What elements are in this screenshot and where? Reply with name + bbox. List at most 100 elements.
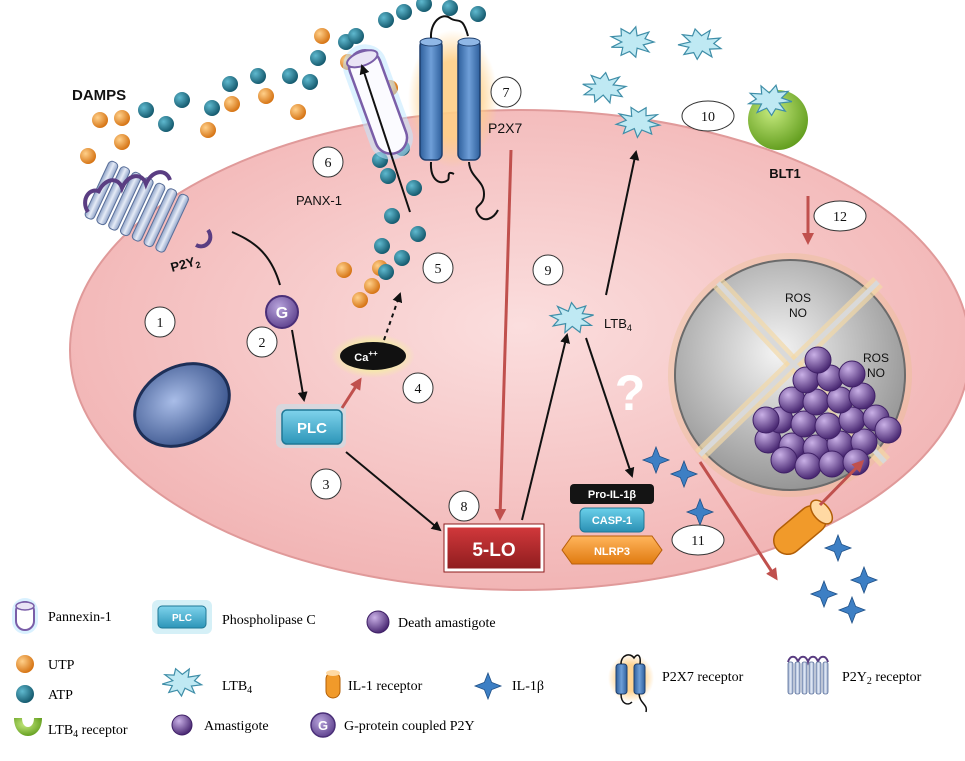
utp-molecule [224,96,240,112]
ros-label-2: ROS [863,351,889,365]
cross-line-b [698,280,880,457]
legend-atp-icon [16,685,34,703]
atp-molecule [416,0,432,12]
il1b-star [849,565,879,595]
arrow-g-to-plc [291,329,308,402]
step-marker-6 [312,146,344,178]
p2y2-helix [143,188,178,248]
amastigote [770,446,798,474]
amastigote [818,450,846,478]
p2y2-helix [96,166,131,226]
step-marker-4 [402,372,434,404]
blt1-label: BLT1 [769,166,801,181]
arrow-ca-to-release [383,292,403,341]
legend-p2y2-helix [801,661,808,695]
legend-p2y2-icon [787,655,829,695]
calcium-ellipse: Ca++ [331,334,415,378]
step-marker-2 [246,326,278,358]
legend-amastigote-label: Amastigote [204,719,269,734]
arrow-plc-to-5lo [345,451,442,532]
atp-molecule [250,68,266,84]
utp-molecule [114,134,130,150]
amastigote [752,406,780,434]
legend-plc-box-label: PLC [172,613,192,624]
ltb4-starburst [582,71,629,105]
legend-il1b-label: IL-1β [512,679,544,694]
amastigote [814,412,842,440]
damps-label: DAMPS [72,87,126,104]
legend-atp-label: ATP [48,688,73,703]
atp-molecule [222,76,238,92]
legend-utp-label: UTP [48,658,75,673]
legend-pannexin-icon [12,598,38,634]
legend-death-amastigote-icon [366,610,390,634]
utp-molecule [80,148,96,164]
legend-p2x7-label: P2X7 receptor [662,670,744,685]
nlrp3-box [561,535,663,565]
atp-molecule [174,92,190,108]
legend-p2y2-helix [822,661,829,695]
step-marker-5 [422,252,454,284]
amastigote [804,346,832,374]
step-number: 8 [461,500,468,515]
atp-molecule [378,12,394,28]
p2y2-helix [108,171,142,231]
plc-box: PLC [276,404,346,448]
ros-label-1: ROS [785,291,811,305]
casp1-label: CASP-1 [592,515,632,527]
ltb4-starburst [548,301,594,334]
atp-molecule [374,238,390,254]
atp-molecule [410,226,426,242]
legend-ltb4-receptor-label: LTB4 receptor [48,723,128,740]
legend-ltb4-label: LTB4 [222,679,252,696]
atp-molecule [138,102,154,118]
arrow-5lo-to-ltb4 [521,333,570,521]
question-mark: ? [615,365,646,421]
atp-molecule [302,74,318,90]
legend-amastigote-icon [171,714,193,736]
ltb4-starburst [609,25,656,59]
p2y2-helix [155,193,189,253]
parasitophorous-vacuole [668,253,912,497]
g-protein [265,295,299,329]
step-number: 1 [157,316,164,331]
atp-molecule [442,0,458,16]
step-number: 9 [545,264,552,279]
step-number: 3 [323,478,330,493]
step-marker-10 [681,100,735,132]
g-protein-label: G [276,305,288,322]
legend-ltb4-icon [162,667,204,698]
legend-phospholipase-label: Phospholipase C [222,613,316,628]
step-marker-7 [490,76,522,108]
inflammasome-stack: Pro-IL-1β CASP-1 NLRP3 [561,484,663,565]
amastigote [794,452,822,480]
il1b-star [837,595,867,625]
step-number: 6 [325,156,332,171]
5lo-label: 5-LO [472,540,515,561]
step-marker-9 [532,254,564,286]
atp-molecule [384,208,400,224]
ltb4-molecules [548,25,793,334]
il1b-molecules [641,445,879,625]
step-number: 5 [435,262,442,277]
legend-death-amastigote-label: Death amastigote [398,616,496,631]
utp-molecule [314,28,330,44]
atp-molecule [394,250,410,266]
arrow-il1r-to-vacuole [818,459,865,507]
no-label-2: NO [867,366,885,380]
utp-molecule [258,88,274,104]
il1b-star [641,445,671,475]
atp-molecule [348,28,364,44]
step-marker-12 [813,200,867,232]
legend-ltb4-receptor-icon [14,718,42,736]
step-number: 10 [701,110,715,125]
ltb4-starburst [677,27,723,61]
legend-p2y2-label: P2Y2 receptor [842,670,922,687]
legend-g-icon [310,712,336,738]
arrow-ltb4-to-extracellular [605,150,640,296]
arrow-il1b-release [698,461,778,581]
amastigote [842,448,870,476]
